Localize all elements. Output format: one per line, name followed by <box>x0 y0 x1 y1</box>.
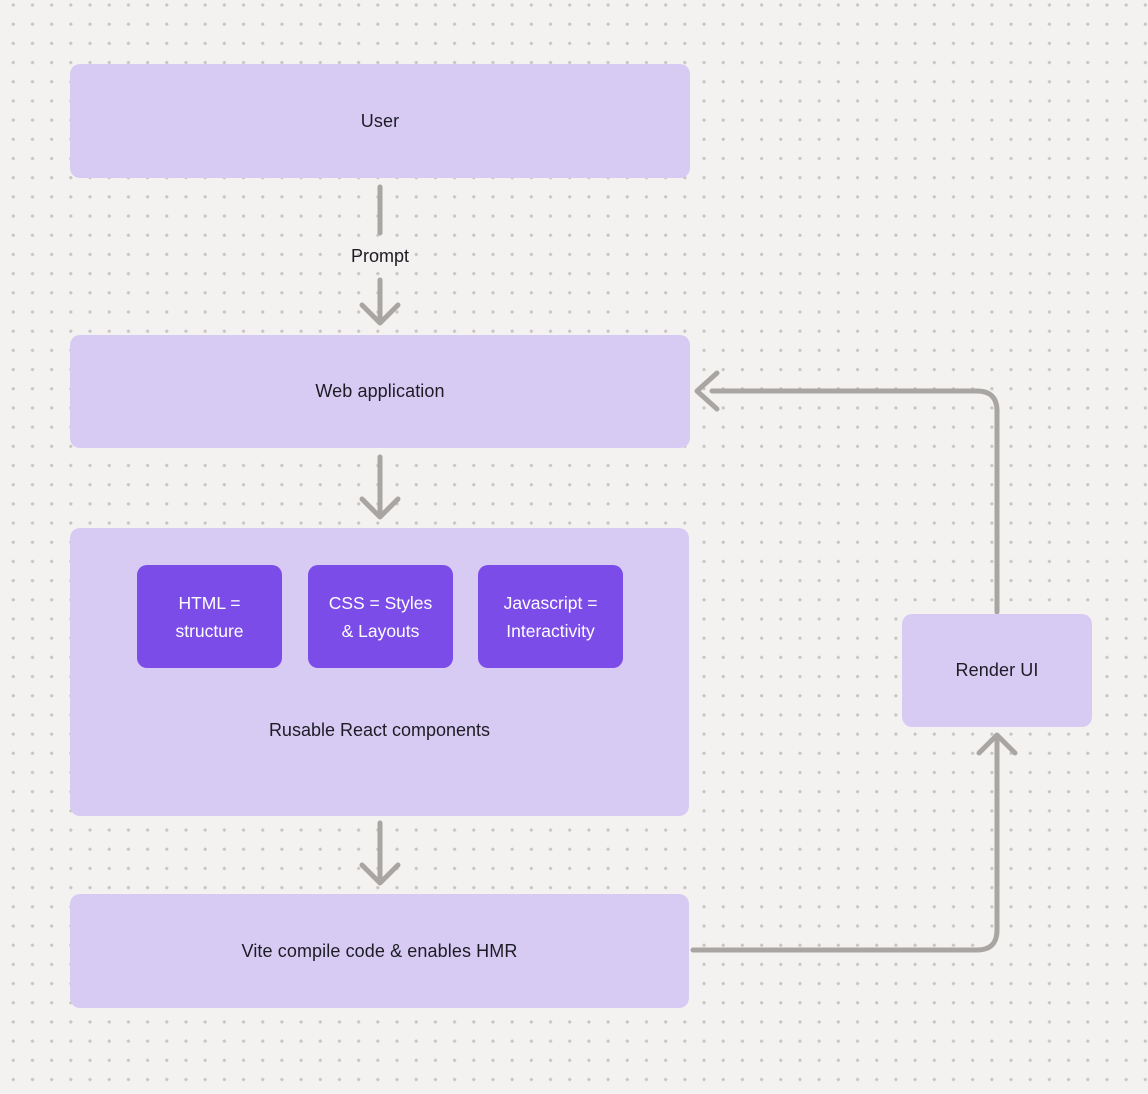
node-js-line2: Interactivity <box>506 620 595 641</box>
node-css-line2: & Layouts <box>341 620 420 641</box>
node-web-application[interactable]: Web application <box>70 335 690 448</box>
node-web-application-label: Web application <box>315 381 445 401</box>
edge-vite-to-render <box>690 738 1000 953</box>
node-render-ui-label: Render UI <box>955 660 1039 680</box>
edge-label-prompt: Prompt <box>350 246 410 266</box>
node-css-line1: CSS = Styles <box>328 592 433 613</box>
node-components-container[interactable]: HTML = structure CSS = Styles & Layouts … <box>70 528 689 816</box>
node-css-styles[interactable]: CSS = Styles & Layouts <box>308 565 453 668</box>
arrowhead-down-icon <box>359 862 401 886</box>
arrowhead-left-icon <box>694 370 720 412</box>
components-container-caption: Rusable React components <box>268 720 491 740</box>
node-html-structure[interactable]: HTML = structure <box>137 565 282 668</box>
arrowhead-down-icon <box>359 496 401 520</box>
node-vite-compile[interactable]: Vite compile code & enables HMR <box>70 894 689 1008</box>
node-user[interactable]: User <box>70 64 690 178</box>
node-user-label: User <box>360 110 400 131</box>
arrowhead-up-icon <box>976 732 1018 756</box>
edge-render-to-webapp <box>709 388 1000 615</box>
arrowhead-down-icon <box>359 302 401 326</box>
node-html-line1: HTML = <box>178 592 241 613</box>
node-js-line1: Javascript = <box>503 592 598 613</box>
node-render-ui[interactable]: Render UI <box>902 614 1092 727</box>
node-html-line2: structure <box>175 620 244 641</box>
node-vite-label: Vite compile code & enables HMR <box>241 940 518 961</box>
node-javascript-interactivity[interactable]: Javascript = Interactivity <box>478 565 623 668</box>
